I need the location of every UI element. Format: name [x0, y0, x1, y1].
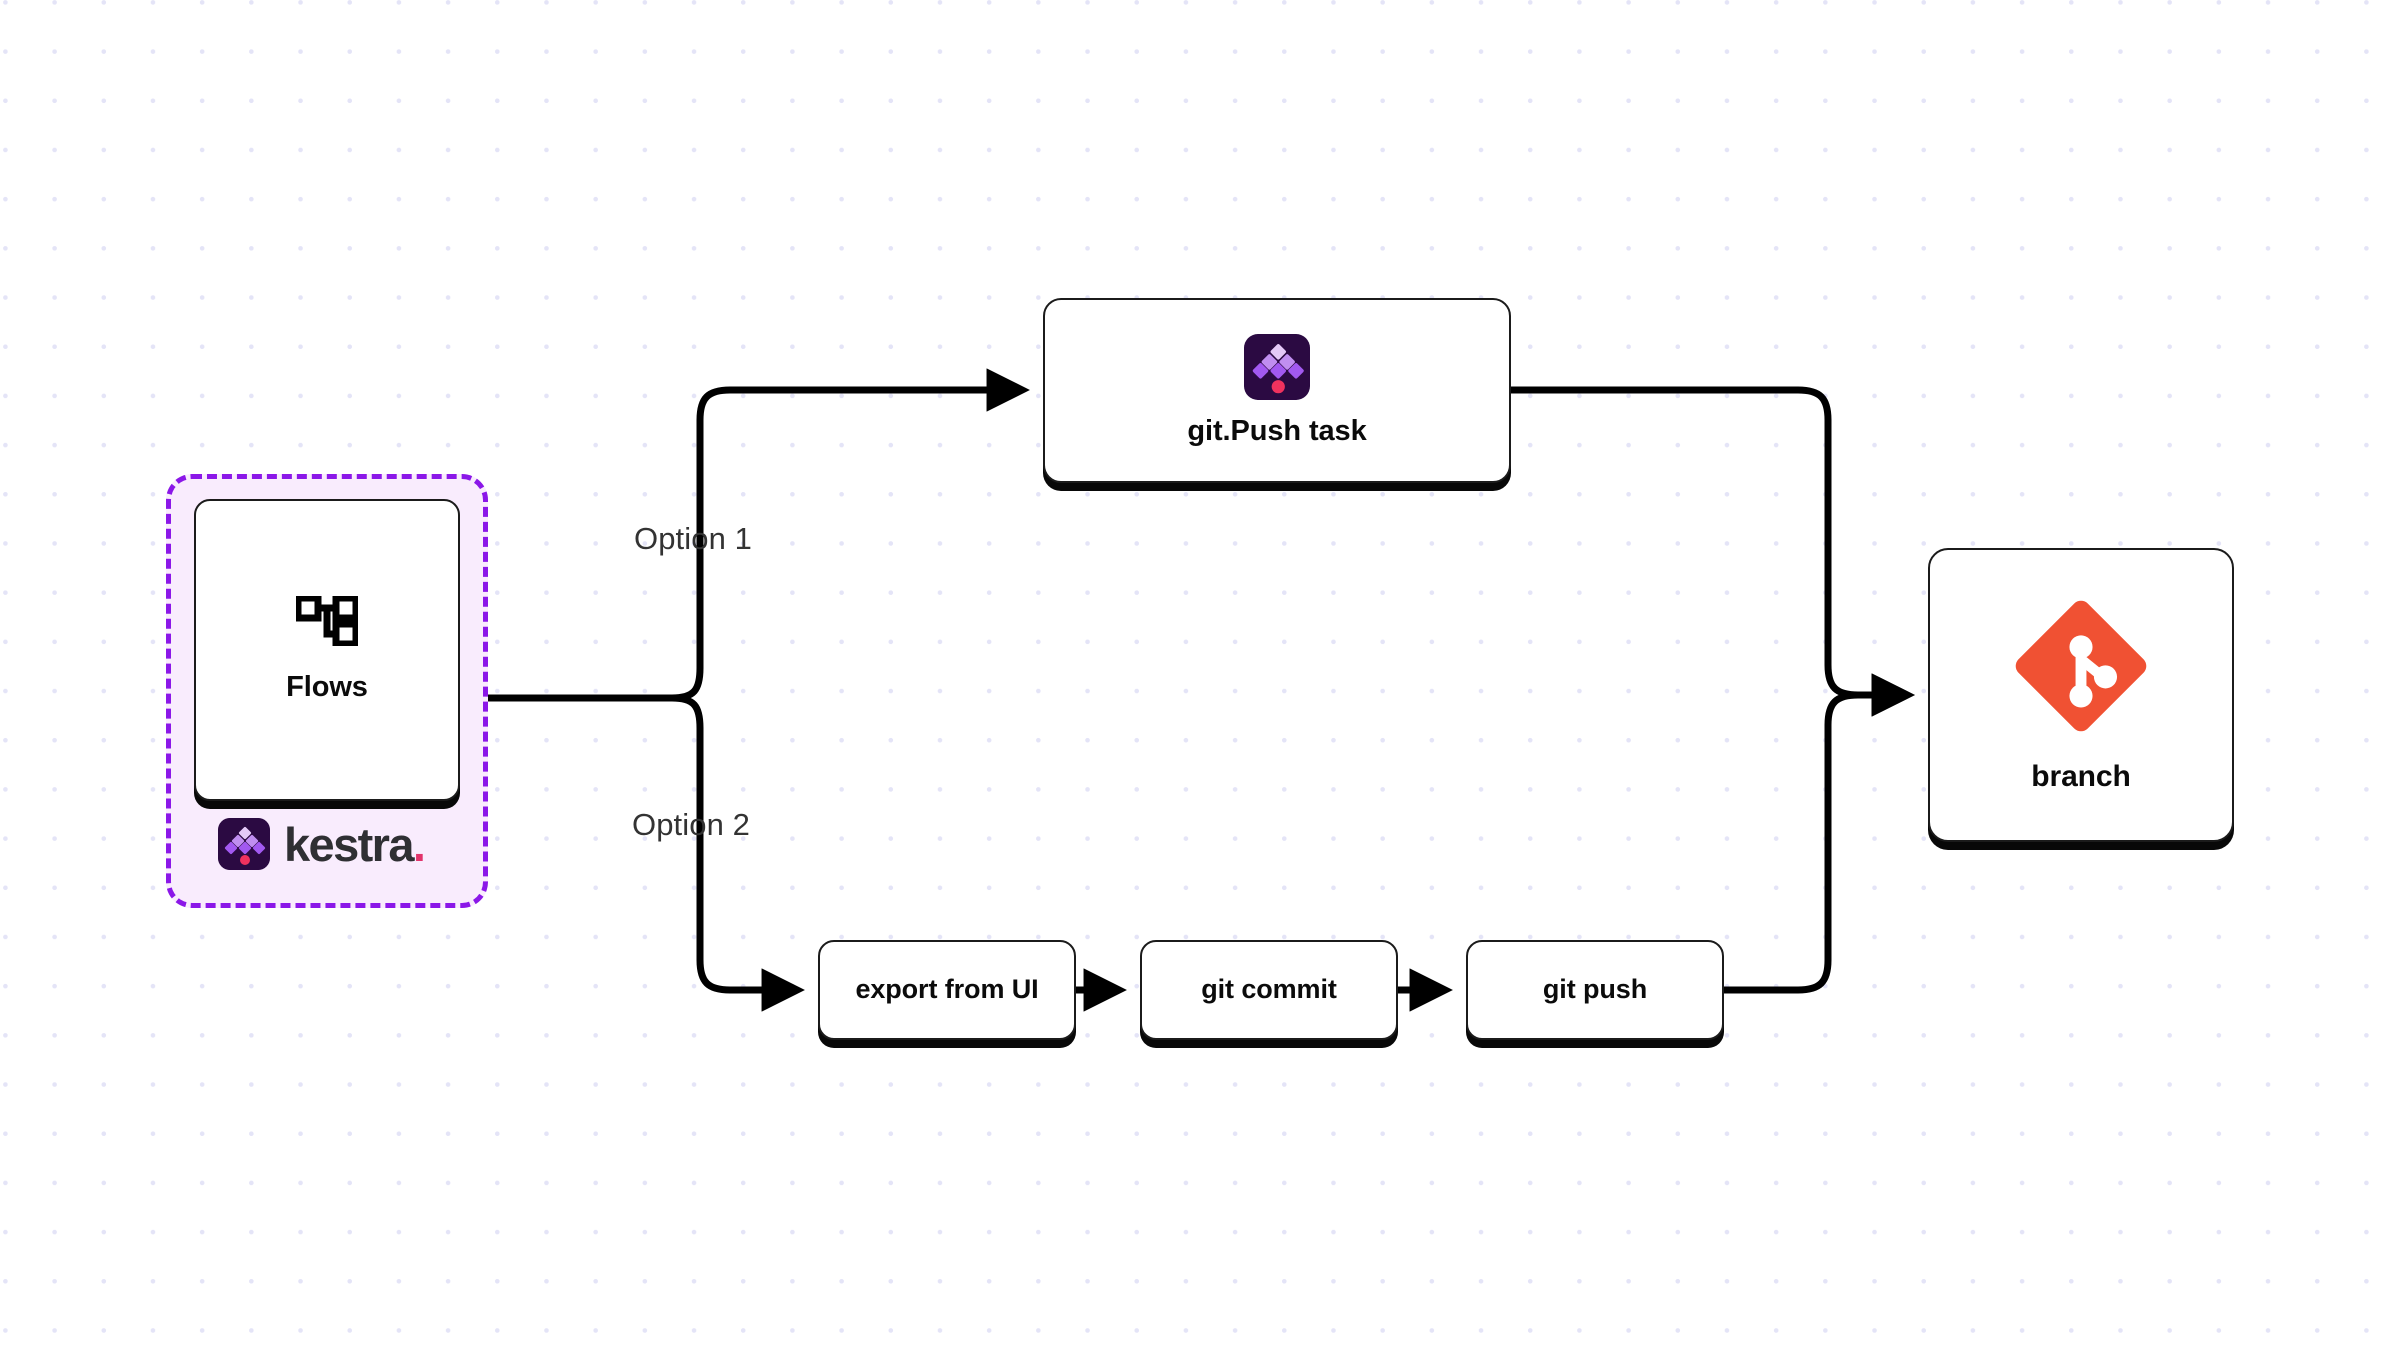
kestra-wordmark-dot: .: [412, 817, 426, 871]
node-git-push-task[interactable]: git.Push task: [1043, 298, 1511, 483]
node-label: export from UI: [855, 974, 1039, 1005]
node-label: git.Push task: [1187, 414, 1367, 447]
kestra-wordmark: kestra.: [284, 817, 426, 871]
edge-push-to-branch: [1724, 673, 1915, 994]
node-label: git push: [1542, 974, 1648, 1005]
kestra-brand: kestra.: [218, 817, 426, 871]
node-git-commit[interactable]: git commit: [1140, 940, 1398, 1040]
edge-gitpush-to-branch: [1511, 386, 1915, 717]
kestra-logo-icon: [218, 818, 270, 870]
node-export-from-ui[interactable]: export from UI: [818, 940, 1076, 1040]
node-label: git commit: [1201, 974, 1337, 1005]
node-label: Flows: [286, 671, 368, 704]
kestra-wordmark-text: kestra: [284, 817, 415, 871]
flows-topology-icon: [296, 596, 358, 647]
edge-label-option-2: Option 2: [632, 807, 750, 842]
edge-flows-to-export: [671, 694, 805, 1012]
node-label: branch: [2031, 759, 2131, 793]
kestra-logo-icon: [1244, 333, 1310, 400]
node-flows[interactable]: Flows: [194, 499, 460, 801]
git-logo-icon: [2013, 598, 2149, 734]
edge-label-option-1: Option 1: [634, 521, 752, 556]
node-git-push[interactable]: git push: [1466, 940, 1724, 1040]
node-branch[interactable]: branch: [1928, 548, 2234, 842]
